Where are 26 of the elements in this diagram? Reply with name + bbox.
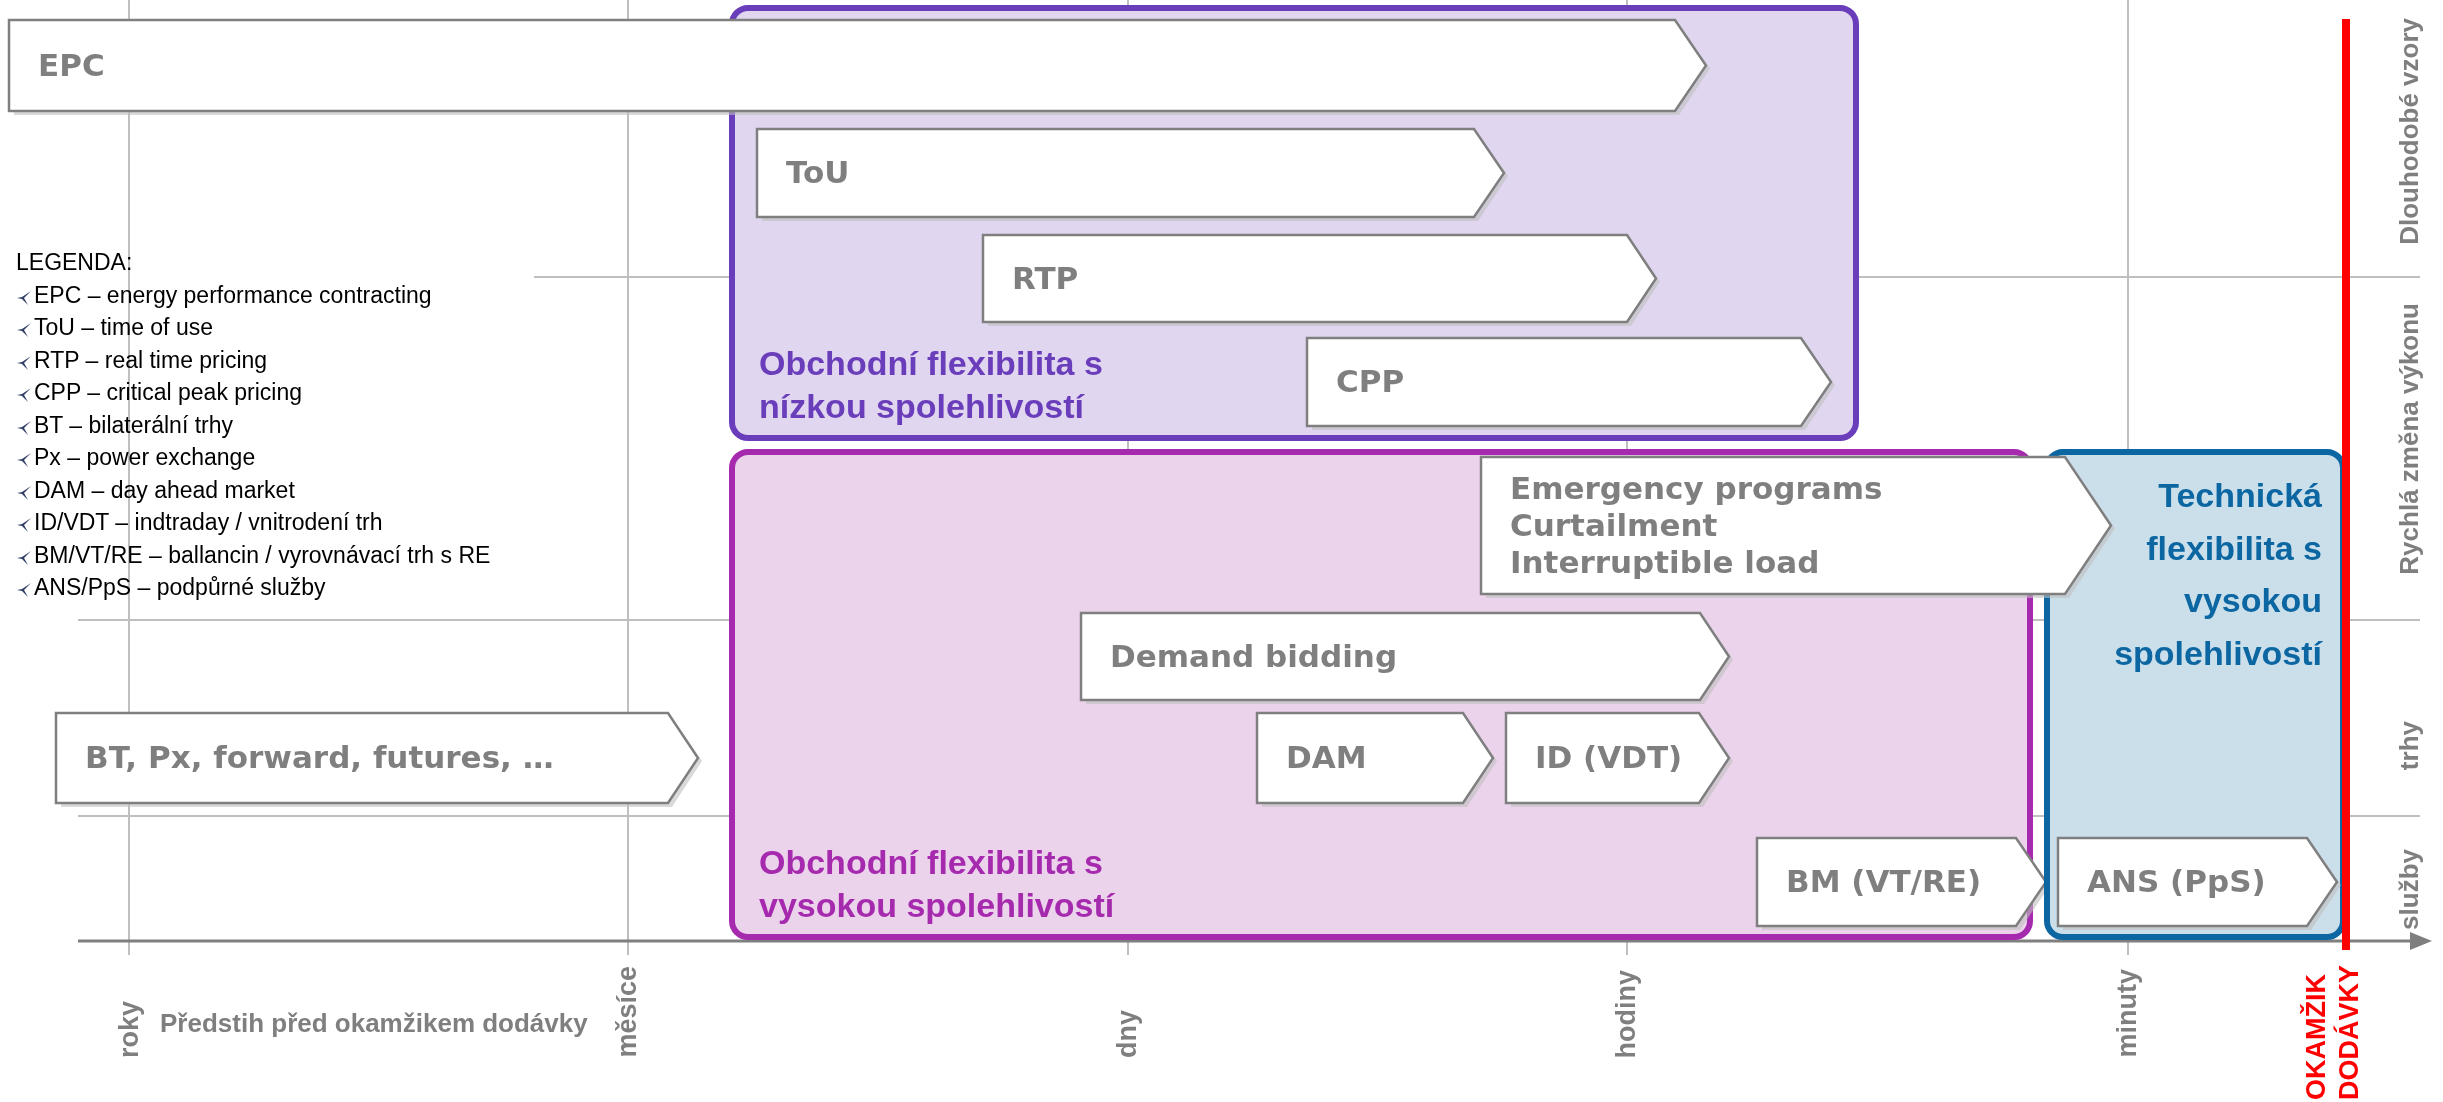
legend-entry: ToU – time of use: [34, 314, 213, 341]
legend-entry: BM/VT/RE – ballancin / vyrovnávací trh s RE: [34, 541, 491, 569]
legend-entry: EPC – energy performance contracting: [34, 281, 432, 309]
axis-title: Předstih před okamžikem dodávky: [160, 1008, 588, 1039]
delivery-label: OKAMŽIK DODÁVKY: [2300, 964, 2365, 1100]
region-title: Obchodní flexibilita s vysokou spolehlivostí: [759, 842, 1116, 926]
region-title: Obchodní flexibilita s nízkou spolehlivostí: [759, 343, 1104, 427]
axis-tick-label: měsíce: [612, 966, 643, 1058]
arrow-label: BM (VT/RE): [1786, 863, 1982, 901]
region-title: Technická flexibilita s vysokou spolehlivostí: [2113, 475, 2322, 675]
legend-entry: RTP – real time pricing: [34, 346, 268, 374]
axis-tick-label: hodiny: [1611, 969, 1642, 1058]
axis-tick-label: minuty: [2112, 969, 2143, 1058]
legend-entry: ANS/PpS – podpůrné služby: [34, 574, 326, 601]
legend-entry: DAM – day ahead market: [34, 476, 295, 504]
legend-entry: Px – power exchange: [34, 444, 256, 471]
row-label: Dlouhodobé vzory: [2394, 18, 2425, 245]
row-label: trhy: [2394, 720, 2425, 770]
axis-tick-label: roky: [114, 1000, 145, 1058]
row-label: služby: [2394, 849, 2425, 930]
axis-tick-label: dny: [1112, 1010, 1143, 1058]
legend-entry: CPP – critical peak pricing: [34, 379, 303, 406]
legend-entry: BT – bilaterální trhy: [34, 411, 233, 439]
legend-entry: ID/VDT – indtraday / vnitrodení trh: [34, 509, 383, 536]
row-label: Rychlá změna výkonu: [2394, 303, 2425, 575]
legend-title: LEGENDA:: [16, 249, 133, 276]
